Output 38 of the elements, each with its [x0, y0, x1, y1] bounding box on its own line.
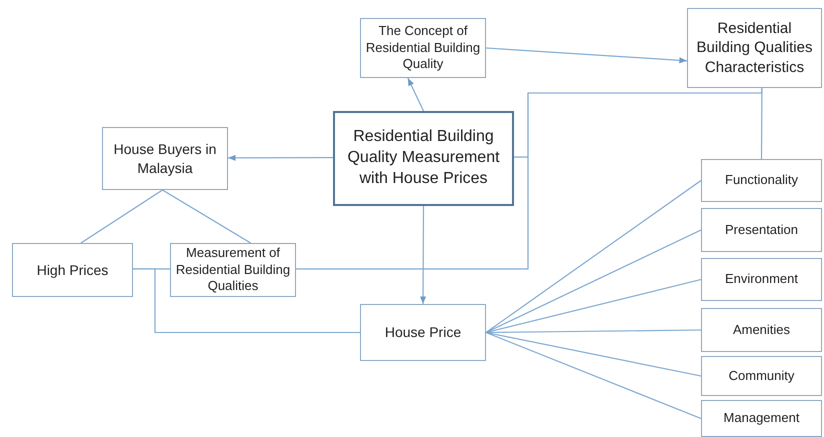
process-box: [701, 308, 822, 352]
connector-line: [486, 180, 702, 333]
node-label: House Price: [384, 323, 462, 342]
node-label: Environment: [725, 271, 798, 288]
process-box: [701, 258, 822, 301]
arrow: [486, 47, 688, 64]
connector-line: [133, 268, 360, 334]
node-label: Presentation: [725, 222, 798, 238]
node-label: High Prices: [36, 260, 108, 280]
connector-line: [486, 230, 702, 333]
connector-line: [486, 332, 702, 377]
node-label: Residential Building Quality Measurement with House Prices: [346, 127, 501, 189]
connector-line: [162, 190, 251, 244]
process-box: [701, 356, 822, 396]
node-label: Residential Building Qualities Characteristics: [696, 18, 814, 78]
process-box: [701, 400, 822, 437]
node-label: Community: [728, 368, 794, 384]
arrow: [420, 206, 426, 304]
process-box: [12, 243, 133, 297]
process-box: [701, 208, 822, 252]
connector-line: [760, 88, 762, 159]
process-box: [701, 159, 822, 202]
node-label: Functionality: [725, 172, 798, 189]
arrow: [407, 78, 424, 112]
node-label: Measurement of Residential Building Qualities: [175, 244, 291, 296]
process-box: [360, 304, 486, 361]
node-label: Amenities: [732, 322, 790, 338]
node-label: The Concept of Residential Building Quality: [365, 22, 481, 74]
connector-line: [486, 278, 702, 334]
main-topic-box: [333, 111, 514, 206]
connector-line: [80, 190, 163, 244]
node-label: Management: [724, 410, 800, 427]
arrow: [228, 154, 333, 161]
connector-line: [486, 332, 702, 420]
connector-line: [486, 329, 701, 334]
process-box: [687, 8, 822, 88]
process-box: [102, 127, 228, 190]
node-label: House Buyers in Malaysia: [112, 140, 218, 177]
